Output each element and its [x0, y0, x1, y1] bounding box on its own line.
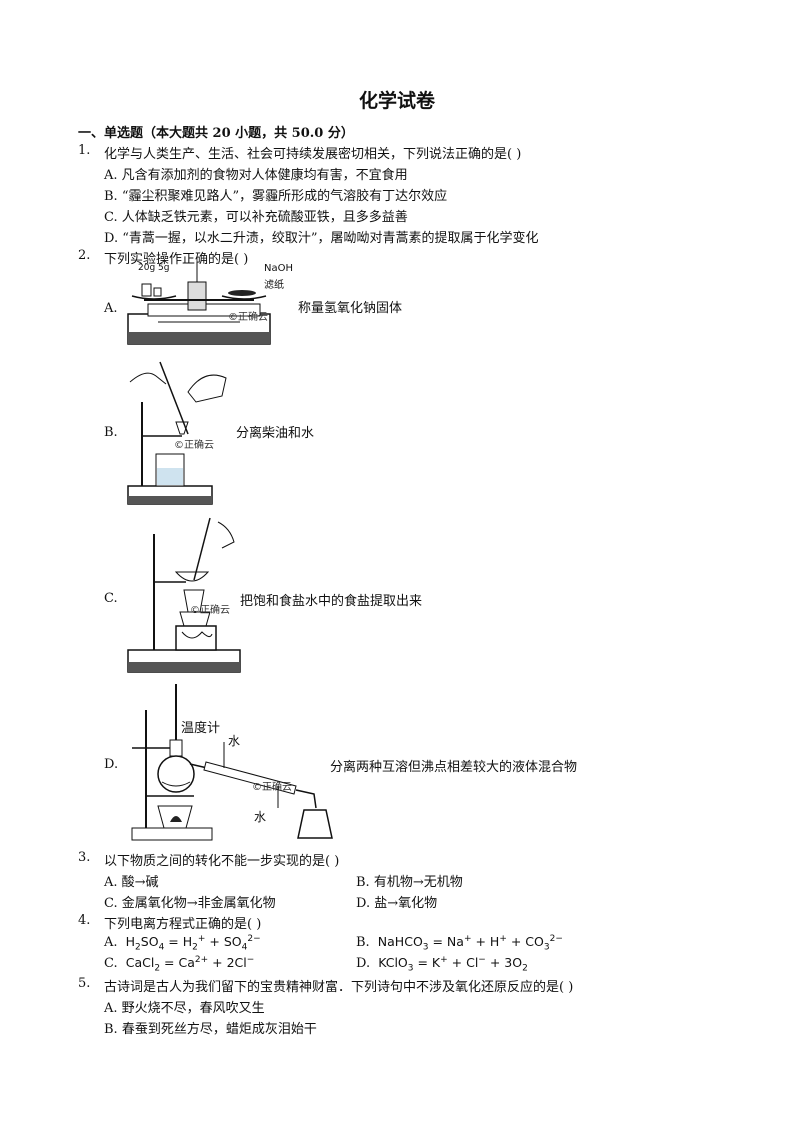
equation: NaHCO3 = Na+ + H+ + CO32− [373, 934, 563, 953]
watermark: ©正确云 [190, 605, 230, 616]
separatory-funnel-figure [127, 361, 227, 505]
option-d: D. 盐→氧化物 [356, 896, 438, 911]
option-a-letter: A. [104, 301, 118, 316]
option-b: B. NaHCO3 = Na+ + H+ + CO32− [356, 934, 563, 953]
option-d: D. KClO3 = K+ + Cl− + 3O2 [356, 955, 528, 974]
option-a: A. 凡含有添加剂的食物对人体健康均有害，不宜食用 [104, 168, 408, 183]
section-heading: 一、单选题（本大题共 20 小题，共 50.0 分） [78, 126, 354, 141]
filter-paper-label: 滤纸 [264, 280, 284, 291]
question-stem: 以下物质之间的转化不能一步实现的是( ) [104, 854, 340, 869]
balance-scale-figure [127, 262, 271, 345]
option-letter: D. [356, 956, 371, 972]
water-in-label: 水 [228, 734, 241, 748]
option-d-letter: D. [104, 757, 119, 772]
equation: H2SO4 = H2+ + SO42− [121, 934, 261, 953]
option-a: A. 野火烧不尽，春风吹又生 [104, 1001, 265, 1016]
option-d: D. “青蒿一握，以水二升渍，绞取汁”，屠呦呦对青蒿素的提取属于化学变化 [104, 231, 539, 246]
option-b-letter: B. [104, 425, 118, 440]
option-b: B. 有机物→无机物 [356, 875, 463, 890]
option-c-letter: C. [104, 591, 118, 606]
distillation-figure [131, 684, 333, 841]
question-number: 2. [78, 248, 91, 263]
option-letter: C. [104, 956, 118, 972]
question-number: 1. [78, 143, 91, 158]
option-c: C. 金属氧化物→非金属氧化物 [104, 896, 276, 911]
question-number: 3. [78, 850, 91, 865]
water-out-label: 水 [254, 810, 267, 824]
question-number: 5. [78, 976, 91, 991]
option-c: C. CaCl2 = Ca2+ + 2Cl− [104, 955, 254, 974]
question-stem: 古诗词是古人为我们留下的宝贵精神财富．下列诗句中不涉及氧化还原反应的是( ) [104, 980, 574, 995]
option-a: A. H2SO4 = H2+ + SO42− [104, 934, 261, 953]
watermark: ©正确云 [174, 440, 214, 451]
option-c-caption: 把饱和食盐水中的食盐提取出来 [240, 594, 423, 609]
option-a: A. 酸→碱 [104, 875, 159, 890]
weight-label: 20g 5g [138, 263, 170, 273]
naoh-label: NaOH [264, 263, 293, 274]
question-stem: 化学与人类生产、生活、社会可持续发展密切相关，下列说法正确的是( ) [104, 147, 522, 162]
watermark: ©正确云 [228, 312, 268, 323]
option-b-caption: 分离柴油和水 [236, 426, 315, 441]
watermark: ©正确云 [252, 782, 292, 793]
equation: KClO3 = K+ + Cl− + 3O2 [374, 955, 528, 974]
question-number: 4. [78, 913, 91, 928]
option-b: B. “霾尘积聚难见路人”，雾霾所形成的气溶胶有丁达尔效应 [104, 189, 448, 204]
evaporation-figure [127, 517, 241, 673]
option-d-caption: 分离两种互溶但沸点相差较大的液体混合物 [330, 760, 578, 775]
question-stem: 下列实验操作正确的是( ) [104, 252, 249, 267]
option-b: B. 春蚕到死丝方尽，蜡炬成灰泪始干 [104, 1022, 317, 1037]
question-stem: 下列电离方程式正确的是( ) [104, 917, 262, 932]
equation: CaCl2 = Ca2+ + 2Cl− [121, 955, 255, 974]
option-letter: B. [356, 935, 370, 951]
option-a-caption: 称量氢氧化钠固体 [298, 301, 403, 316]
option-c: C. 人体缺乏铁元素，可以补充硫酸亚铁，且多多益善 [104, 210, 408, 225]
page-title: 化学试卷 [358, 90, 435, 112]
option-letter: A. [104, 935, 118, 951]
thermometer-label: 温度计 [181, 721, 221, 736]
